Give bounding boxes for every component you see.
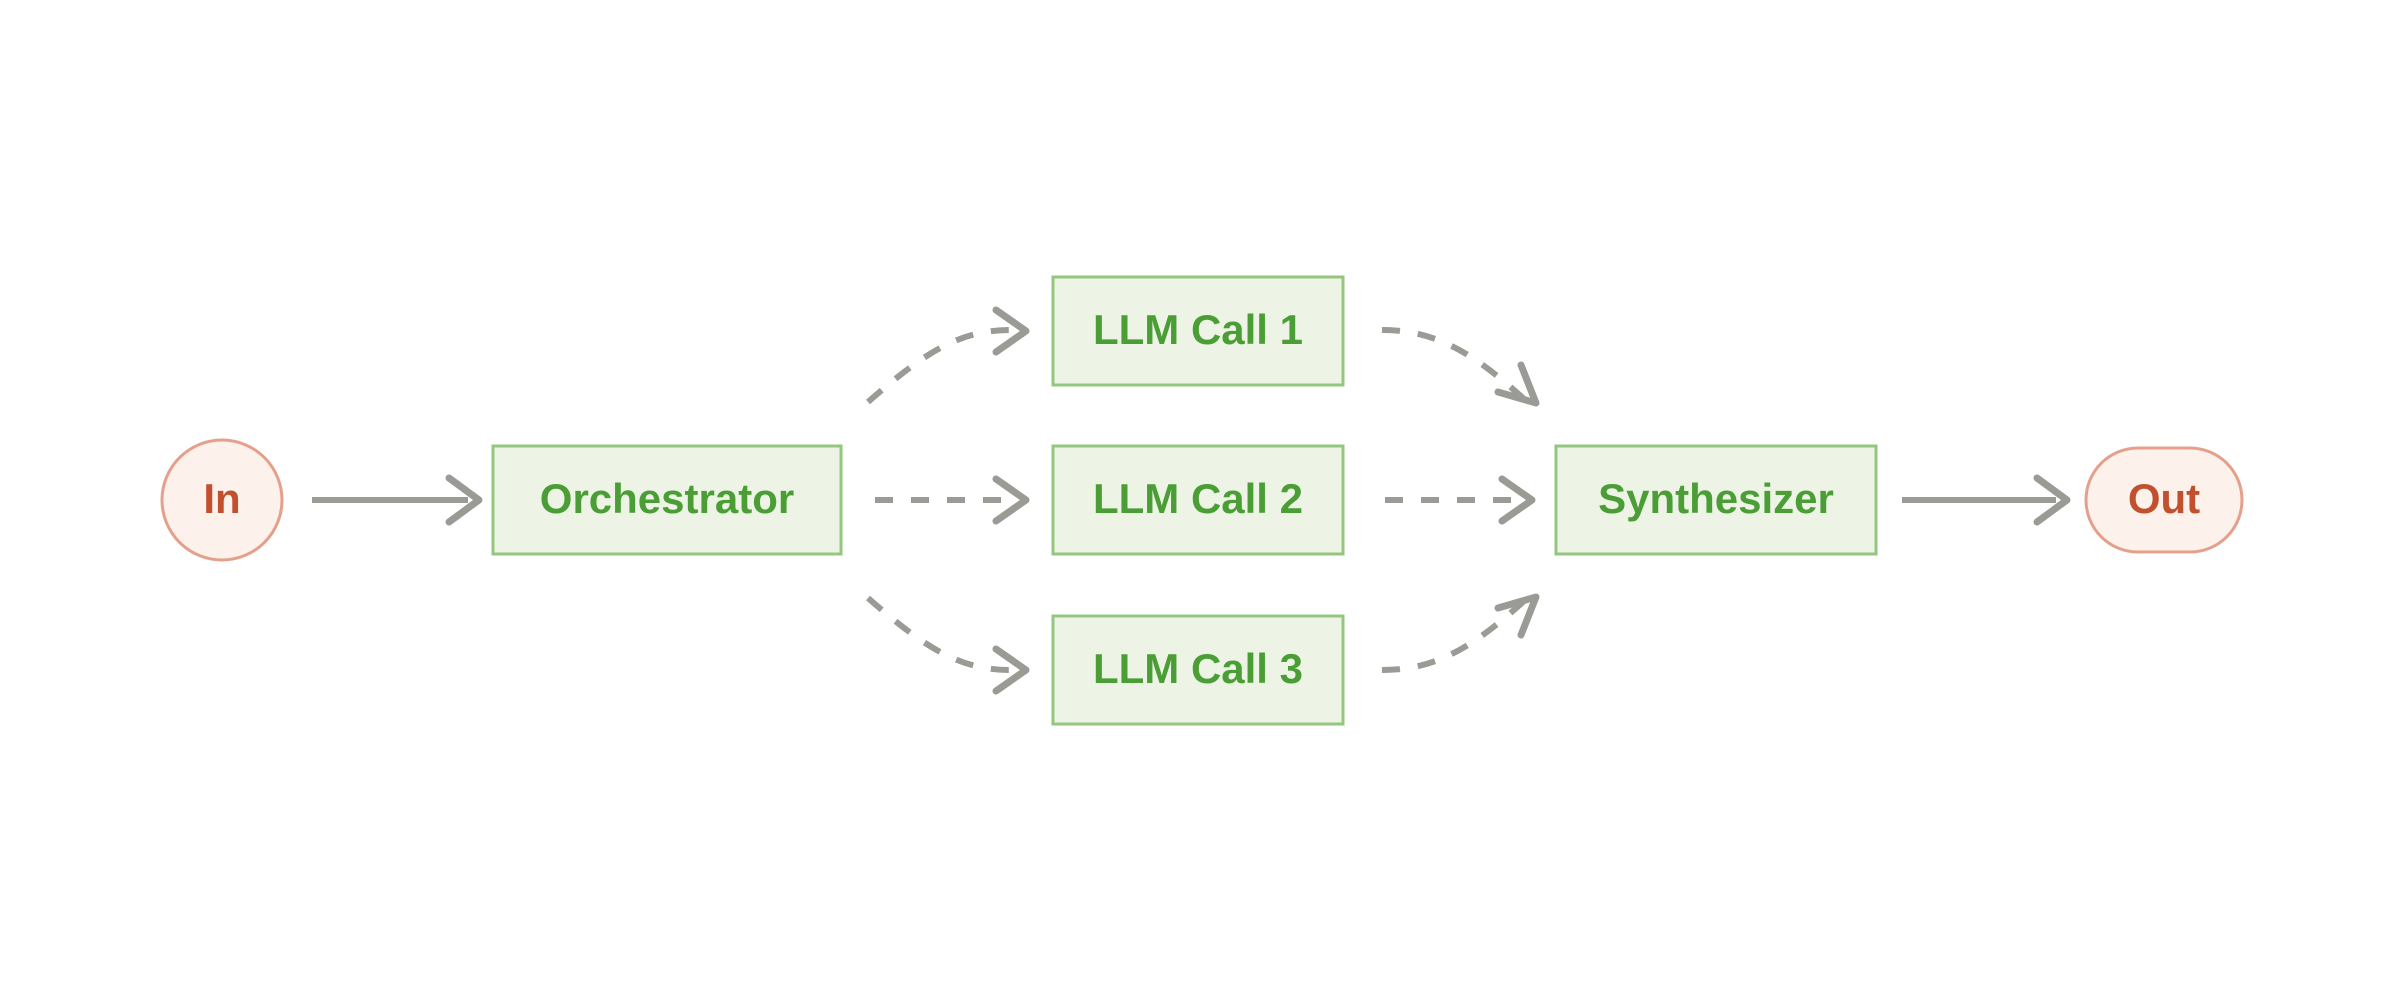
node-llm-call-1-label: LLM Call 1 <box>1093 306 1303 353</box>
node-synthesizer[interactable]: Synthesizer <box>1554 444 1878 556</box>
node-synthesizer-label: Synthesizer <box>1598 475 1834 522</box>
edge-orchestrator-to-llm-call-3 <box>866 595 1030 695</box>
node-llm-call-1[interactable]: LLM Call 1 <box>1051 275 1345 387</box>
node-llm-call-3[interactable]: LLM Call 3 <box>1051 614 1345 726</box>
edge-llm-call-2-to-synthesizer <box>1385 475 1536 525</box>
node-out[interactable]: Out <box>2084 446 2244 554</box>
edge-orchestrator-to-llm-call-1 <box>866 306 1030 405</box>
node-llm-call-2-label: LLM Call 2 <box>1093 475 1303 522</box>
node-llm-call-3-label: LLM Call 3 <box>1093 645 1303 692</box>
node-in-label: In <box>203 475 240 522</box>
edge-llm-call-3-to-synthesizer <box>1381 593 1540 673</box>
node-in[interactable]: In <box>160 438 284 562</box>
edge-orchestrator-to-llm-call-2 <box>875 475 1030 525</box>
node-out-label: Out <box>2128 475 2200 522</box>
node-llm-call-2[interactable]: LLM Call 2 <box>1051 444 1345 556</box>
edge-llm-call-1-to-synthesizer <box>1381 327 1540 407</box>
node-orchestrator-label: Orchestrator <box>540 475 794 522</box>
node-orchestrator[interactable]: Orchestrator <box>491 444 843 556</box>
edge-synthesizer-to-out <box>1902 474 2071 526</box>
edge-in-to-orchestrator <box>312 474 483 526</box>
